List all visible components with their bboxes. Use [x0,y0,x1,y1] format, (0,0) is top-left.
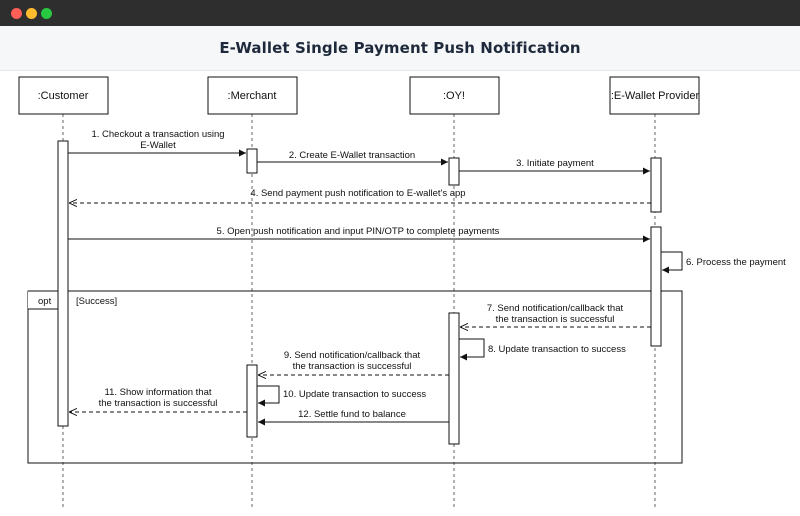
activations [57,140,662,445]
message-6[interactable]: 6. Process the payment [661,251,786,274]
diagram-title: E-Wallet Single Payment Push Notificatio… [219,39,581,57]
message-4-label: 4. Send payment push notification to E-w… [250,188,465,199]
activation-merchant [246,364,258,438]
participant-ewallet-provider-label: :E-Wallet Provider [611,90,700,102]
message-1[interactable]: 1. Checkout a transaction using E-Wallet [68,129,246,157]
activation-ewallet-provider [650,226,662,347]
message-9-label: the transaction is successful [293,361,412,372]
message-12-label: 12. Settle fund to balance [298,409,406,420]
message-3-label: 3. Initiate payment [516,158,594,169]
minimize-window-icon[interactable] [26,8,37,19]
message-7[interactable]: 7. Send notification/callback that the t… [460,303,651,327]
message-1-label: E-Wallet [140,140,176,151]
window-titlebar [0,0,800,26]
message-1-label: 1. Checkout a transaction using [91,129,224,140]
message-6-label: 6. Process the payment [686,257,786,268]
activation-merchant [246,148,258,174]
message-2[interactable]: 2. Create E-Wallet transaction [257,150,448,166]
message-8-label: 8. Update transaction to success [488,344,626,355]
message-8[interactable]: 8. Update transaction to success [459,338,626,361]
participant-merchant[interactable]: :Merchant [207,76,298,115]
participant-oy[interactable]: :OY! [409,76,500,115]
activation-ewallet-provider [650,157,662,213]
activation-oy [448,157,460,186]
message-7-label: the transaction is successful [496,314,615,325]
message-3[interactable]: 3. Initiate payment [459,158,650,175]
message-7-label: 7. Send notification/callback that [487,303,624,314]
fragment-guard: [Success] [76,296,117,307]
message-10-label: 10. Update transaction to success [283,389,426,400]
participant-ewallet-provider[interactable]: :E-Wallet Provider [609,76,700,115]
message-11-label: the transaction is successful [99,398,218,409]
participant-customer-label: :Customer [38,90,89,102]
message-10[interactable]: 10. Update transaction to success [257,385,426,407]
participant-oy-label: :OY! [443,90,465,102]
opt-fragment: opt [Success] [27,290,683,464]
message-11-label: 11. Show information that [104,387,211,398]
message-5[interactable]: 5. Open push notification and input PIN/… [68,226,650,243]
message-4[interactable]: 4. Send payment push notification to E-w… [69,188,651,203]
activation-customer [57,140,69,427]
close-window-icon[interactable] [11,8,22,19]
message-9-label: 9. Send notification/callback that [284,350,421,361]
participant-customer[interactable]: :Customer [18,76,109,115]
activation-oy [448,312,460,445]
message-9[interactable]: 9. Send notification/callback that the t… [258,350,449,375]
message-11[interactable]: 11. Show information that the transactio… [69,387,247,412]
fragment-operator: opt [38,296,52,307]
participant-merchant-label: :Merchant [228,90,277,102]
message-2-label: 2. Create E-Wallet transaction [289,150,415,161]
maximize-window-icon[interactable] [41,8,52,19]
message-12[interactable]: 12. Settle fund to balance [258,409,449,426]
message-5-label: 5. Open push notification and input PIN/… [217,226,500,237]
diagram-header: E-Wallet Single Payment Push Notificatio… [0,26,800,71]
